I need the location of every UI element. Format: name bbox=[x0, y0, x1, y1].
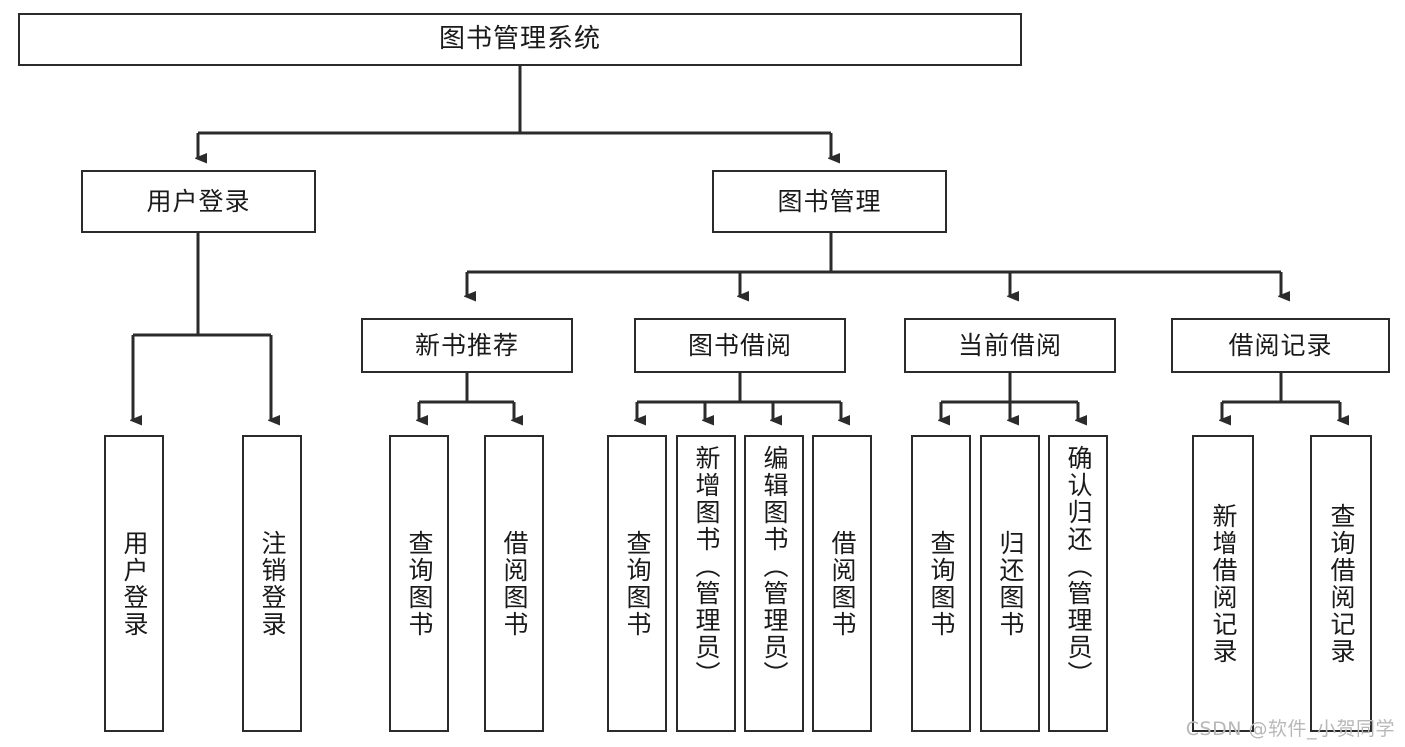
node-root-system[interactable]: 图书管理系统 bbox=[18, 13, 1022, 66]
leaf-current-borrow-confirm-return[interactable]: 确认归还（管理员） bbox=[1048, 435, 1108, 732]
node-label: 图书借阅 bbox=[687, 330, 792, 360]
node-label: 确认归还（管理员） bbox=[1064, 445, 1093, 688]
node-label: 当前借阅 bbox=[957, 330, 1062, 360]
node-label: 查询图书 bbox=[623, 529, 652, 638]
leaf-borrow-record-add[interactable]: 新增借阅记录 bbox=[1192, 435, 1254, 732]
node-label: 查询图书 bbox=[927, 529, 956, 638]
node-borrow-record[interactable]: 借阅记录 bbox=[1171, 318, 1390, 373]
node-label: 查询图书 bbox=[405, 529, 434, 638]
node-label: 借阅图书 bbox=[500, 529, 529, 638]
leaf-book-borrow-borrow[interactable]: 借阅图书 bbox=[812, 435, 872, 732]
node-label: 新书推荐 bbox=[414, 330, 519, 360]
node-label: 新增图书（管理员） bbox=[692, 445, 721, 688]
node-label: 借阅记录 bbox=[1228, 330, 1333, 360]
node-user-login[interactable]: 用户登录 bbox=[81, 170, 316, 233]
node-label: 用户登录 bbox=[146, 186, 251, 216]
node-label: 借阅图书 bbox=[828, 529, 857, 638]
node-book-borrow[interactable]: 图书借阅 bbox=[634, 318, 846, 373]
node-label: 注销登录 bbox=[258, 529, 287, 638]
leaf-book-borrow-add[interactable]: 新增图书（管理员） bbox=[676, 435, 736, 732]
leaf-new-book-borrow[interactable]: 借阅图书 bbox=[484, 435, 544, 732]
leaf-new-book-query[interactable]: 查询图书 bbox=[389, 435, 449, 732]
node-current-borrow[interactable]: 当前借阅 bbox=[904, 318, 1116, 373]
node-label: 用户登录 bbox=[120, 529, 149, 638]
node-label: 图书管理系统 bbox=[438, 24, 601, 55]
leaf-current-borrow-return[interactable]: 归还图书 bbox=[980, 435, 1040, 732]
node-label: 编辑图书（管理员） bbox=[760, 445, 789, 688]
leaf-borrow-record-query[interactable]: 查询借阅记录 bbox=[1310, 435, 1372, 732]
leaf-current-borrow-query[interactable]: 查询图书 bbox=[911, 435, 971, 732]
leaf-user-login-login[interactable]: 用户登录 bbox=[104, 435, 164, 732]
node-label: 归还图书 bbox=[996, 529, 1025, 638]
node-book-management[interactable]: 图书管理 bbox=[712, 170, 947, 233]
leaf-user-login-logout[interactable]: 注销登录 bbox=[242, 435, 302, 732]
csdn-watermark: CSDN @软件_小贺同学 bbox=[1185, 718, 1395, 740]
leaf-book-borrow-edit[interactable]: 编辑图书（管理员） bbox=[744, 435, 804, 732]
node-new-book-recommend[interactable]: 新书推荐 bbox=[361, 318, 573, 373]
node-label: 新增借阅记录 bbox=[1209, 502, 1238, 665]
node-label: 图书管理 bbox=[777, 186, 882, 216]
leaf-book-borrow-query[interactable]: 查询图书 bbox=[607, 435, 667, 732]
node-label: 查询借阅记录 bbox=[1327, 502, 1356, 665]
